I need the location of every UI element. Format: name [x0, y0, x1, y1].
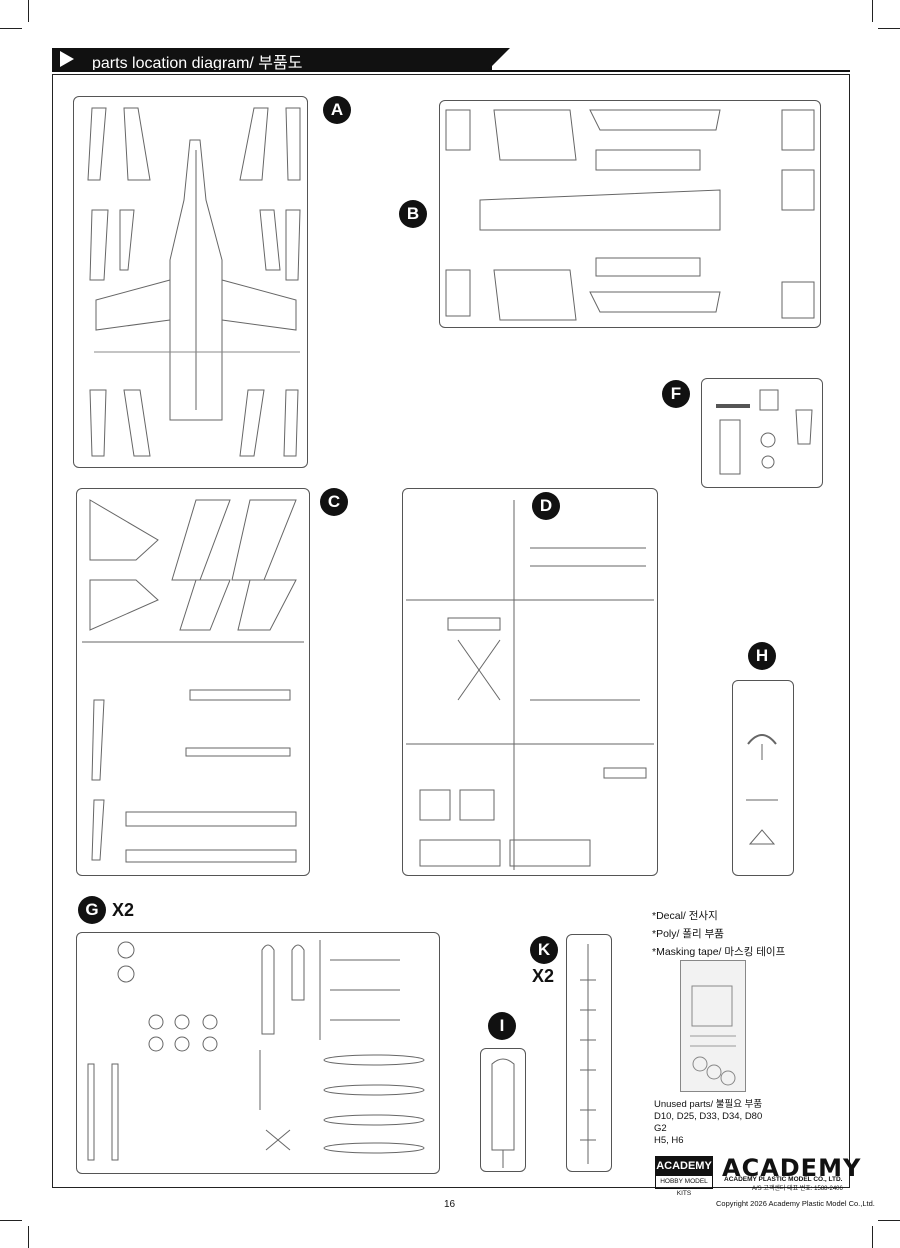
page-number: 16: [444, 1199, 456, 1210]
sprue-B-badge: B: [399, 200, 427, 228]
header-arrow-icon: [60, 51, 74, 67]
sprue-A-frame: [73, 96, 308, 468]
academy-badge-bottom: HOBBY MODEL KITS: [660, 1178, 708, 1197]
crop-mark: [28, 0, 29, 22]
sprue-G-badge: G: [78, 896, 106, 924]
masking-tape-sheet: [680, 960, 746, 1092]
decal-note: *Decal/ 전사지: [652, 910, 718, 922]
sprue-K-multiplier: X2: [532, 966, 555, 986]
sprue-B-frame: [439, 100, 821, 328]
unused-parts-line: H5, H6: [654, 1135, 684, 1146]
poly-note: *Poly/ 폴리 부품: [652, 928, 724, 940]
sprue-F-frame: [701, 378, 823, 488]
header-slant-line: [485, 48, 509, 71]
academy-logo: ACADEMY: [722, 1154, 862, 1182]
sprue-A-badge: A: [323, 96, 351, 124]
sprue-K-frame: [566, 934, 612, 1172]
crop-mark: [28, 1226, 29, 1248]
sprue-K-badge: K: [530, 936, 558, 964]
header-rule: [52, 70, 850, 72]
sprue-G-multiplier: X2: [112, 900, 135, 920]
crop-mark: [872, 1226, 873, 1248]
academy-badge-top: ACADEMY: [656, 1157, 712, 1176]
page-title: parts location diagram/ 부품도: [92, 55, 303, 72]
academy-badge: ACADEMY HOBBY MODEL KITS: [655, 1156, 713, 1197]
unused-parts-note: Unused parts/ 불필요 부품 D10, D25, D33, D34,…: [654, 1099, 762, 1147]
crop-mark: [0, 1220, 22, 1221]
diagram-frame: [52, 74, 850, 1188]
header-bar: [52, 48, 492, 70]
crop-mark: [878, 28, 900, 29]
sprue-H-frame: [732, 680, 794, 876]
unused-parts-line: G2: [654, 1123, 667, 1134]
sprue-H-badge: H: [748, 642, 776, 670]
sprue-F-badge: F: [662, 380, 690, 408]
unused-parts-line: D10, D25, D33, D34, D80: [654, 1111, 763, 1122]
unused-parts-title: Unused parts/ 불필요 부품: [654, 1099, 763, 1110]
crop-mark: [878, 1220, 900, 1221]
crop-mark: [872, 0, 873, 22]
header-slant: [470, 48, 510, 70]
sprue-C-badge: C: [320, 488, 348, 516]
service-number: A/S 고객센터 대표 번호: 1588-2406: [752, 1186, 843, 1192]
sprue-I-badge: I: [488, 1012, 516, 1040]
sprue-D-frame: [402, 488, 658, 876]
masking-note: *Masking tape/ 마스킹 테이프: [652, 946, 786, 958]
crop-mark: [0, 28, 22, 29]
sprue-G-frame: [76, 932, 440, 1174]
sprue-C-frame: [76, 488, 310, 876]
copyright: Copyright 2026 Academy Plastic Model Co.…: [716, 1199, 875, 1208]
sprue-D-badge: D: [532, 492, 560, 520]
company-name: ACADEMY PLASTIC MODEL CO., LTD.: [724, 1176, 843, 1183]
